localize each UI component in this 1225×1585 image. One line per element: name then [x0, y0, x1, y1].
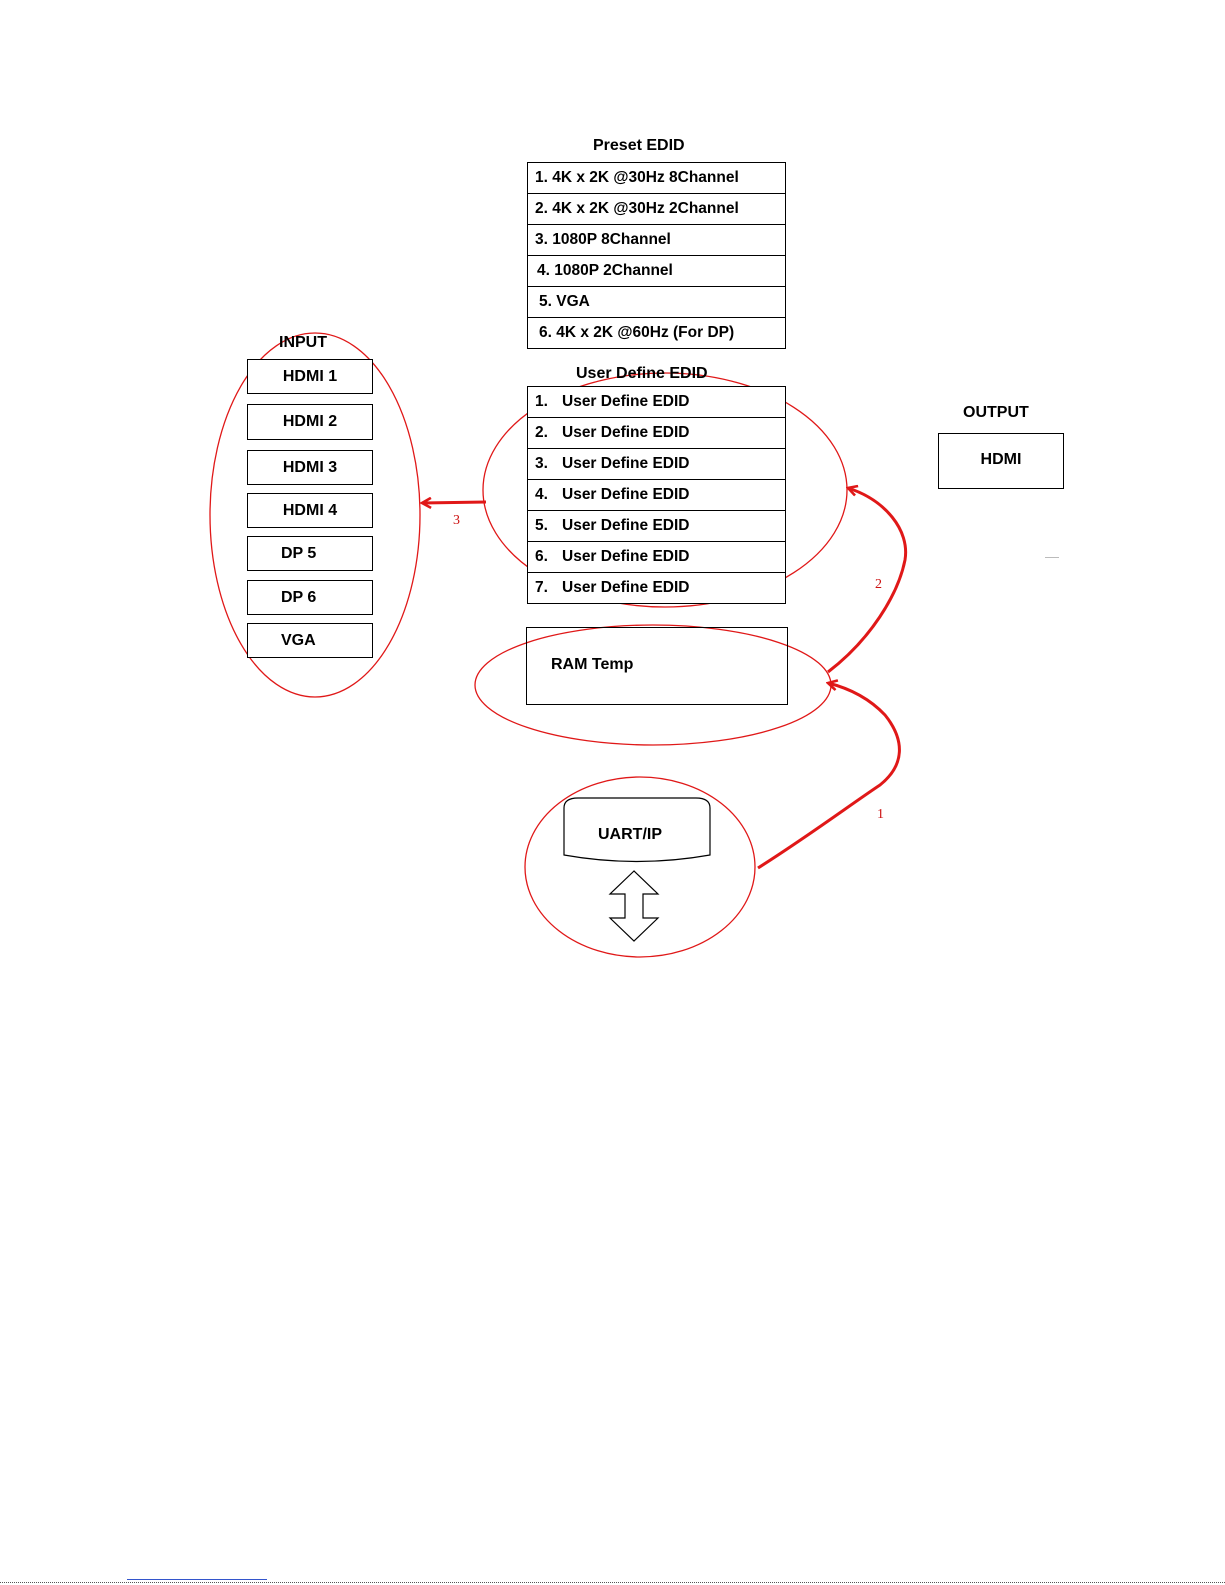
preset-edid-row-2[interactable]: 2. 4K x 2K @30Hz 2Channel — [528, 194, 785, 225]
input-hdmi-1[interactable]: HDMI 1 — [247, 359, 373, 394]
input-hdmi-2[interactable]: HDMI 2 — [247, 404, 373, 440]
preset-edid-label: 3. 1080P 8Channel — [535, 231, 671, 248]
output-title: OUTPUT — [963, 404, 1029, 421]
user-define-row-6[interactable]: 6. User Define EDID — [528, 542, 785, 573]
step-1-label: 1 — [877, 807, 884, 822]
user-define-row-3[interactable]: 3. User Define EDID — [528, 449, 785, 480]
user-define-row-7[interactable]: 7. User Define EDID — [528, 573, 785, 603]
row-label: User Define EDID — [562, 424, 690, 441]
page-footer-rule — [0, 1582, 1225, 1583]
input-hdmi-3[interactable]: HDMI 3 — [247, 450, 373, 485]
row-label: User Define EDID — [562, 486, 690, 503]
user-define-row-4[interactable]: 4. User Define EDID — [528, 480, 785, 511]
step-3-label: 3 — [453, 513, 460, 528]
user-define-row-1[interactable]: 1. User Define EDID — [528, 387, 785, 418]
uart-shape — [563, 797, 711, 863]
stray-mark — [1045, 557, 1059, 558]
input-group-ellipse — [209, 332, 421, 698]
input-dp-5[interactable]: DP 5 — [247, 536, 373, 571]
arrow-step-3 — [422, 502, 487, 503]
row-number: 6. — [535, 548, 548, 565]
preset-edid-label: 6. 4K x 2K @60Hz (For DP) — [539, 324, 735, 341]
uart-ellipse — [524, 776, 756, 958]
footer-link-underline — [127, 1579, 267, 1580]
input-dp-6[interactable]: DP 6 — [247, 580, 373, 615]
row-number: 7. — [535, 579, 548, 596]
row-label: User Define EDID — [562, 393, 690, 410]
step-2-label: 2 — [875, 577, 882, 592]
row-label: User Define EDID — [562, 548, 690, 565]
user-define-row-2[interactable]: 2. User Define EDID — [528, 418, 785, 449]
row-label: User Define EDID — [562, 455, 690, 472]
ram-temp-label: RAM Temp — [551, 656, 634, 673]
row-label: User Define EDID — [562, 517, 690, 534]
bidirectional-arrow-icon — [608, 870, 660, 942]
user-define-row-5[interactable]: 5. User Define EDID — [528, 511, 785, 542]
row-number: 3. — [535, 455, 548, 472]
preset-edid-row-3[interactable]: 3. 1080P 8Channel — [528, 225, 785, 256]
output-hdmi[interactable]: HDMI — [938, 433, 1064, 489]
user-define-edid-table: 1. User Define EDID 2. User Define EDID 3.… — [527, 386, 786, 604]
preset-edid-row-6[interactable]: 6. 4K x 2K @60Hz (For DP) — [528, 318, 785, 348]
arrow-step-2 — [827, 488, 908, 674]
preset-edid-title: Preset EDID — [593, 137, 685, 154]
preset-edid-label: 5. VGA — [539, 293, 590, 310]
row-number: 2. — [535, 424, 548, 441]
preset-edid-label: 1. 4K x 2K @30Hz 8Channel — [535, 169, 739, 186]
preset-edid-row-5[interactable]: 5. VGA — [528, 287, 785, 318]
preset-edid-row-4[interactable]: 4. 1080P 2Channel — [528, 256, 785, 287]
uart-ip-label: UART/IP — [598, 826, 662, 843]
arrow-step-1 — [757, 683, 901, 870]
row-number: 4. — [535, 486, 548, 503]
user-define-edid-title: User Define EDID — [576, 365, 708, 382]
input-vga[interactable]: VGA — [247, 623, 373, 658]
row-number: 5. — [535, 517, 548, 534]
preset-edid-label: 4. 1080P 2Channel — [537, 262, 673, 279]
row-label: User Define EDID — [562, 579, 690, 596]
row-number: 1. — [535, 393, 548, 410]
input-hdmi-4[interactable]: HDMI 4 — [247, 493, 373, 528]
input-title: INPUT — [279, 334, 327, 351]
ram-temp-box[interactable]: RAM Temp — [526, 627, 788, 705]
preset-edid-table: 1. 4K x 2K @30Hz 8Channel 2. 4K x 2K @30… — [527, 162, 786, 349]
preset-edid-row-1[interactable]: 1. 4K x 2K @30Hz 8Channel — [528, 163, 785, 194]
preset-edid-label: 2. 4K x 2K @30Hz 2Channel — [535, 200, 739, 217]
